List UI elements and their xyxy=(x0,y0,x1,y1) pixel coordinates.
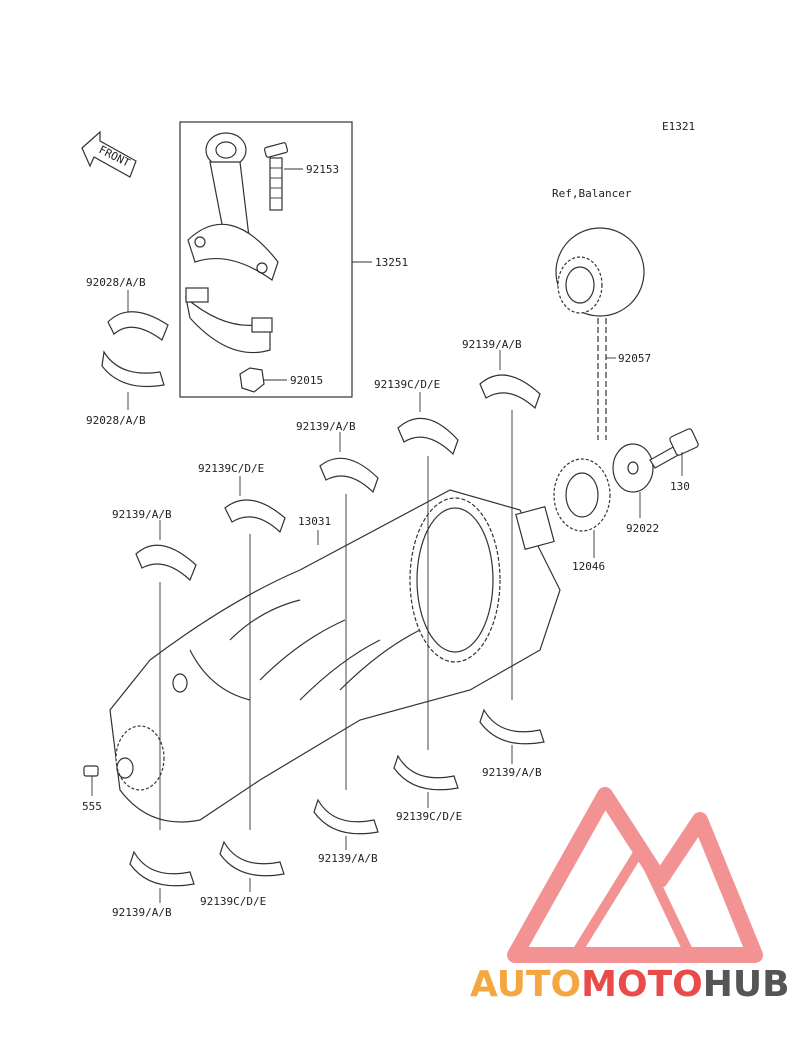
label-92139-cde-3: 92139C/D/E xyxy=(396,810,462,823)
watermark-part-moto: MOTO xyxy=(581,964,703,1005)
label-130: 130 xyxy=(670,480,690,493)
watermark-part-hub: HUB xyxy=(703,964,790,1005)
label-92028-bottom: 92028/A/B xyxy=(86,414,146,427)
label-92015: 92015 xyxy=(290,374,323,387)
label-92028-top: 92028/A/B xyxy=(86,276,146,289)
label-92022: 92022 xyxy=(626,522,659,535)
main-bearing-lower-1 xyxy=(479,708,545,745)
label-92139-cde-4: 92139C/D/E xyxy=(200,895,266,908)
rod-bolt xyxy=(263,142,289,211)
label-92139-ab-4: 92139/A/B xyxy=(482,766,542,779)
main-bearing-lower-2 xyxy=(393,754,459,791)
main-bearing-upper-5 xyxy=(479,374,541,410)
label-92139-ab-1: 92139/A/B xyxy=(112,508,172,521)
balancer-gear xyxy=(555,227,645,317)
label-555: 555 xyxy=(82,800,102,813)
label-92139-cde-1: 92139C/D/E xyxy=(198,462,264,475)
pin xyxy=(83,765,99,777)
diagram-code: E1321 xyxy=(662,120,695,133)
washer xyxy=(612,443,654,493)
main-bearing-lower-3 xyxy=(313,798,379,835)
rod-nut xyxy=(239,367,265,393)
connecting-rod xyxy=(187,132,279,281)
main-bearing-upper-4 xyxy=(397,417,459,456)
label-92139-ab-6: 92139/A/B xyxy=(112,906,172,919)
main-bearing-lower-4 xyxy=(219,840,285,877)
label-92139-cde-2: 92139C/D/E xyxy=(374,378,440,391)
balancer-ref: Ref,Balancer xyxy=(552,187,632,200)
label-12046: 12046 xyxy=(572,560,605,573)
watermark-part-auto: AUTO xyxy=(470,964,581,1005)
balancer-chain xyxy=(597,318,607,440)
conrod-assembly-box xyxy=(179,121,353,398)
main-bearing-upper-1 xyxy=(135,544,197,582)
front-arrow-icon: FRONT xyxy=(81,130,137,178)
crank-bolt xyxy=(649,428,699,469)
watermark-text: AUTOMOTOHUB xyxy=(470,964,790,1005)
label-92139-ab-2: 92139/A/B xyxy=(296,420,356,433)
label-92139-ab-3: 92139/A/B xyxy=(462,338,522,351)
label-92139-ab-5: 92139/A/B xyxy=(318,852,378,865)
main-bearing-lower-5 xyxy=(129,850,195,887)
rod-cap xyxy=(185,287,273,354)
crankshaft xyxy=(109,489,561,823)
crank-sprocket xyxy=(553,458,611,532)
label-92057: 92057 xyxy=(618,352,651,365)
label-13251: 13251 xyxy=(375,256,408,269)
label-13031: 13031 xyxy=(298,515,331,528)
rod-bearing-upper xyxy=(107,311,169,341)
main-bearing-upper-3 xyxy=(319,457,379,494)
main-bearing-upper-2 xyxy=(224,499,286,534)
rod-bearing-lower xyxy=(101,350,165,388)
label-92153: 92153 xyxy=(306,163,339,176)
automotohub-logo-icon xyxy=(507,787,763,963)
